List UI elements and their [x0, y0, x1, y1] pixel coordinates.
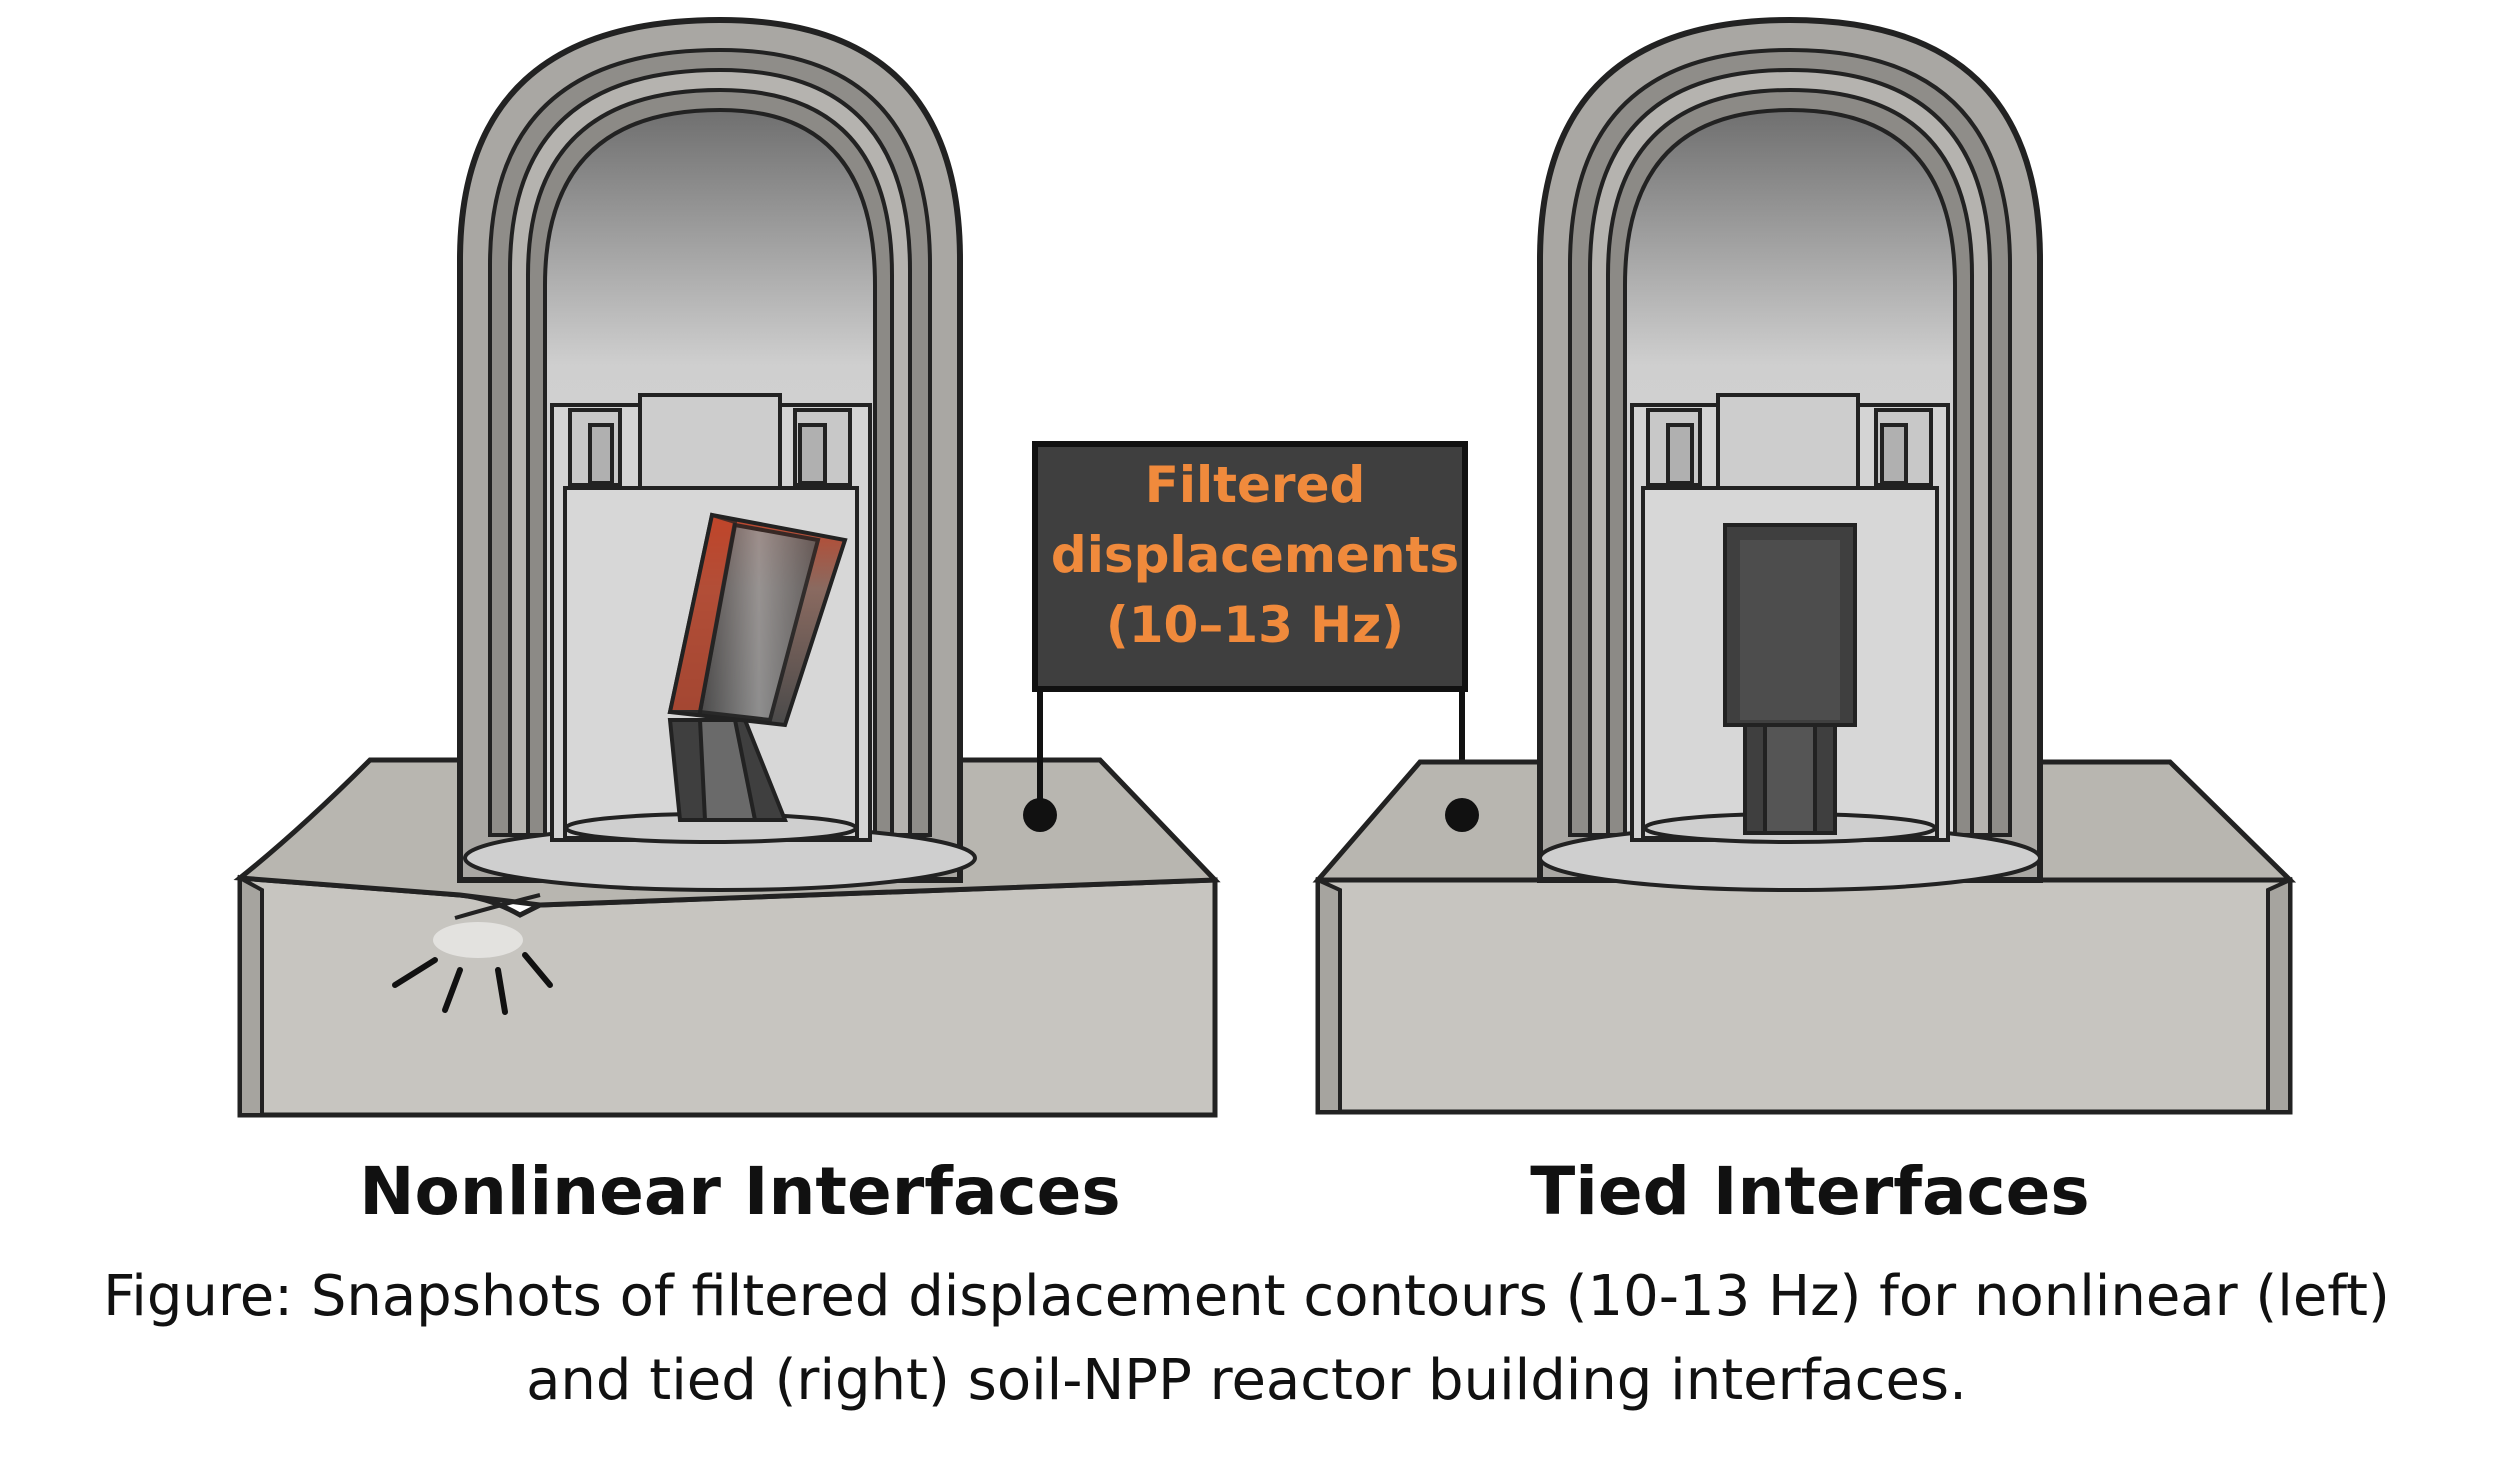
left-soil-edge — [238, 874, 264, 1117]
deformation-crease — [454, 893, 541, 920]
figure-caption: Figure: Snapshots of filtered displaceme… — [0, 1255, 2493, 1423]
left-reactor-vessel — [667, 512, 848, 822]
sign-anchor-left — [1023, 798, 1057, 832]
right-reactor-vessel — [1723, 523, 1857, 835]
sign-text: Filtered displacements (10–13 Hz) — [1030, 450, 1480, 660]
right-soil-edge-right — [2266, 876, 2292, 1114]
impact-glow — [433, 922, 523, 958]
impact-lines — [392, 952, 553, 1015]
sign-board — [1032, 441, 1468, 692]
nonlinear-label: Nonlinear Interfaces — [359, 1153, 1121, 1230]
right-model — [1312, 16, 2297, 1115]
sign-line-2: displacements — [1050, 526, 1460, 584]
left-model — [233, 16, 1221, 1118]
left-soil-front — [237, 875, 1218, 1118]
tied-label: Tied Interfaces — [1530, 1153, 2090, 1230]
caption-line-2: and tied (right) soil-NPP reactor buildi… — [526, 1348, 1967, 1413]
right-soil-front — [1315, 877, 2293, 1115]
sign-line-3: (10–13 Hz) — [1105, 596, 1405, 654]
caption-line-1: Figure: Snapshots of filtered displaceme… — [103, 1264, 2390, 1329]
right-soil-edge-left — [1316, 876, 1342, 1114]
sign-anchor-right — [1445, 798, 1479, 832]
sign — [1032, 441, 1468, 815]
sign-line-1: Filtered — [1144, 456, 1366, 514]
